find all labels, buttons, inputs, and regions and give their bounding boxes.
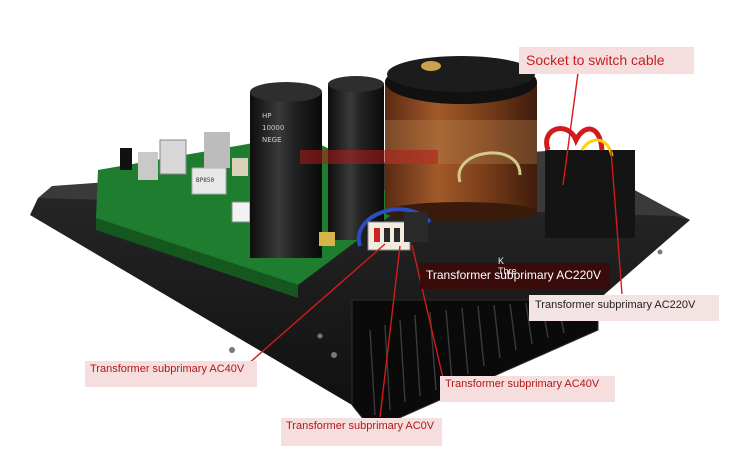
tooltip-hint-text: K Thre [498,256,517,276]
annotation-ac220v-right: Transformer subprimary AC220V [529,295,719,321]
annotation-socket-to-switch-cable: Socket to switch cable [519,47,694,74]
annotation-ac40v-left: Transformer subprimary AC40V [85,361,257,387]
svg-text:HP: HP [262,112,272,120]
capacitor-left: HP 10000 NEGE [250,82,322,258]
toroidal-transformer [385,56,537,222]
svg-text:10000: 10000 [262,124,284,132]
svg-text:NEGE: NEGE [262,136,282,144]
annotation-ac40v-right: Transformer subprimary AC40V [440,376,615,402]
svg-text:BP850: BP850 [196,177,214,184]
annotation-ac0v: Transformer subprimary AC0V [281,418,442,446]
power-socket [544,126,635,238]
wire-connector [356,207,432,251]
leader-lines [246,72,623,418]
annotation-ac220v-center: Transformer subprimary AC220V [420,263,610,289]
